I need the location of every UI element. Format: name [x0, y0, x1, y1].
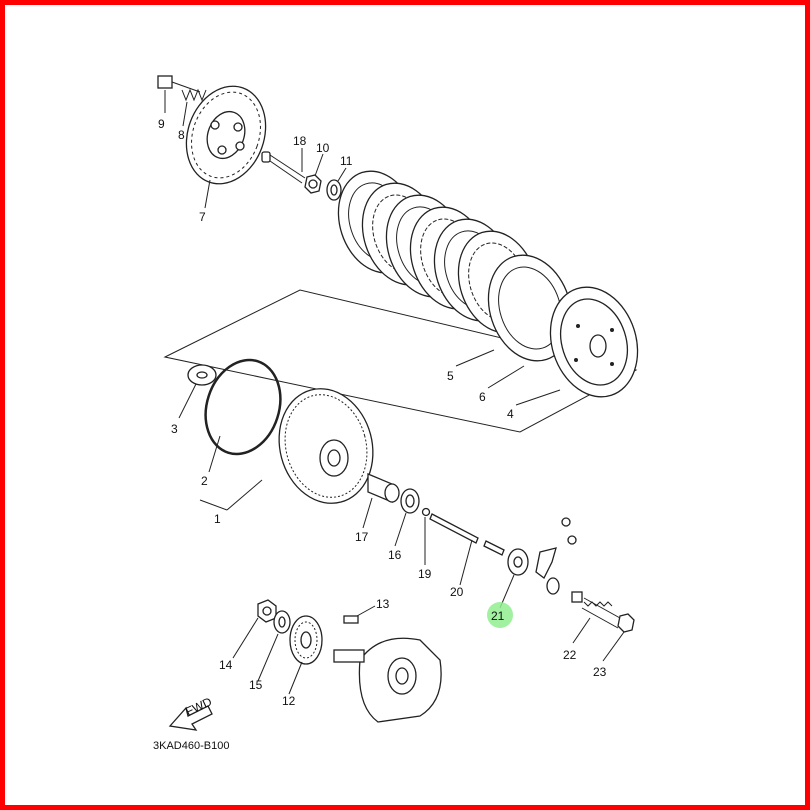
key-part — [343, 615, 359, 624]
ball-part — [421, 507, 431, 517]
spacer-sleeve-part — [367, 473, 400, 503]
part-label-10: 10 — [316, 141, 330, 155]
part-label-18: 18 — [293, 134, 307, 148]
part-label-4: 4 — [507, 407, 514, 421]
collar-21-part — [507, 548, 529, 576]
part-label-1: 1 — [214, 512, 221, 526]
clutch-plates-group-outline — [163, 289, 638, 433]
clutch-housing-part — [278, 388, 374, 504]
part-label-12: 12 — [282, 694, 296, 708]
primary-drive-gear-part — [289, 615, 323, 665]
part-label-15: 15 — [249, 678, 263, 692]
spring-part — [181, 88, 207, 102]
leader-lines — [164, 90, 625, 695]
clutch-boss-part — [549, 286, 639, 398]
washer-16-part — [400, 488, 420, 514]
part-label-17: 17 — [355, 530, 369, 544]
locknut-part — [617, 613, 635, 633]
part-label-6: 6 — [479, 390, 486, 404]
nut-14-part — [257, 599, 277, 623]
diagram-code: 3KAD460-B100 — [153, 740, 229, 752]
clutch-plates-stack — [337, 170, 573, 362]
part-label-9: 9 — [158, 117, 165, 131]
push-rod-20-part — [429, 513, 505, 556]
bolt-part — [157, 75, 201, 93]
part-label-22: 22 — [563, 648, 577, 662]
part-label-14: 14 — [219, 658, 233, 672]
part-label-11: 11 — [340, 154, 353, 168]
highlight-marker — [487, 602, 513, 628]
washer-15-part — [273, 610, 291, 634]
part-label-2: 2 — [201, 474, 208, 488]
push-rod-part — [261, 151, 306, 184]
part-label-13: 13 — [376, 597, 390, 611]
crank-web — [333, 637, 442, 723]
adjusting-screw-part — [581, 597, 621, 629]
part-label-5: 5 — [447, 369, 454, 383]
thrust-washer-part — [187, 364, 217, 386]
part-label-7: 7 — [199, 210, 206, 224]
part-label-16: 16 — [388, 548, 402, 562]
part-label-19: 19 — [418, 567, 432, 581]
push-lever-part — [535, 517, 583, 603]
o-ring-part — [204, 358, 282, 456]
nut-part — [304, 174, 322, 194]
part-label-20: 20 — [450, 585, 464, 599]
part-label-21: 21 — [491, 609, 505, 623]
washer-part — [326, 179, 342, 201]
pressure-plate-part — [185, 85, 267, 185]
part-label-8: 8 — [178, 128, 185, 142]
fwd-arrow-icon: FWD — [168, 694, 214, 731]
part-label-3: 3 — [171, 422, 178, 436]
part-label-23: 23 — [593, 665, 607, 679]
